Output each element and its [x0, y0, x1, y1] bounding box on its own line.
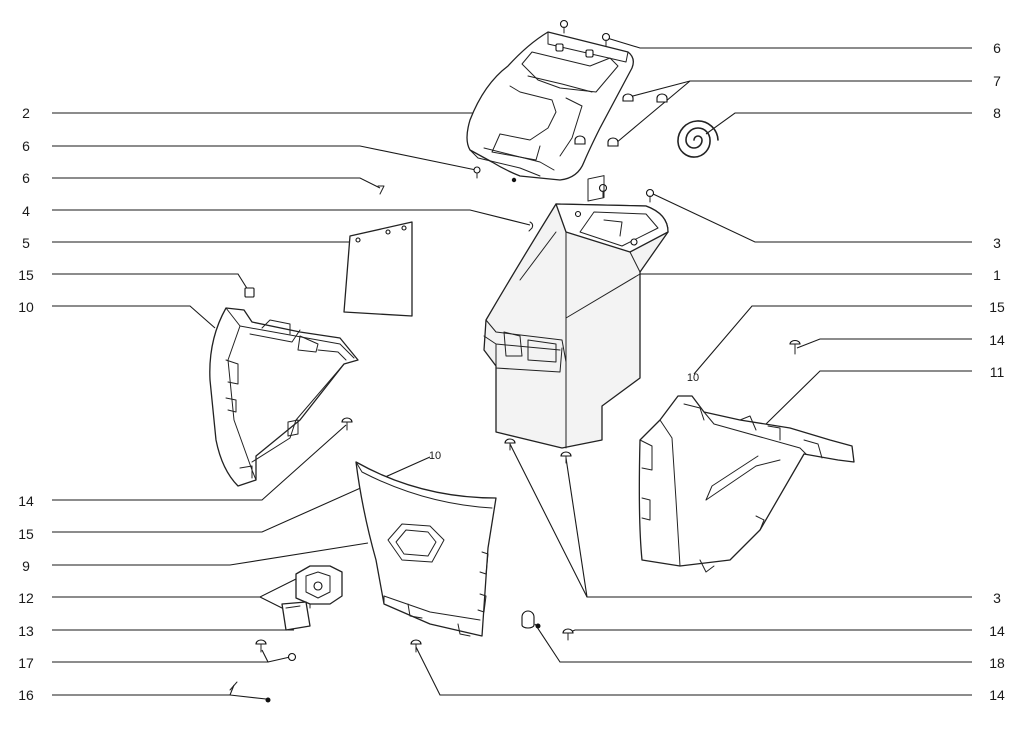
leader-right-15 [693, 305, 972, 375]
washer-icon [287, 652, 297, 662]
screw-icon [341, 417, 353, 431]
leader-left-10 [52, 305, 216, 329]
screw-icon [504, 438, 516, 451]
leader-left-6a [52, 145, 477, 171]
part-stamp-right: 10 [687, 372, 699, 384]
leader-left-4 [52, 209, 531, 226]
leader-left-9 [52, 542, 369, 566]
callout-right-5: 1 [993, 267, 1001, 283]
screw-icon [559, 19, 569, 34]
left-callouts: 2 6 6 4 5 15 10 14 15 9 12 13 17 16 [18, 105, 34, 703]
leader-right-14c [415, 646, 972, 696]
callout-right-1: 6 [993, 40, 1001, 56]
callout-right-3: 8 [993, 105, 1001, 121]
leader-right-14b [567, 629, 972, 634]
leader-right-3a [650, 192, 972, 243]
callout-right-2: 7 [993, 73, 1001, 89]
leader-left-2 [52, 112, 479, 123]
leader-left-17b [267, 656, 291, 663]
right-side-frame [638, 395, 855, 573]
left-side-frame [209, 307, 359, 487]
part-stamp-front: 10 [429, 450, 441, 462]
cap-icon [656, 93, 668, 103]
leader-right-7b [615, 80, 691, 144]
front-cover-panel [355, 461, 497, 637]
callout-left-8: 14 [18, 493, 34, 509]
flat-gasket-panel [343, 221, 413, 317]
callout-right-9: 3 [993, 590, 1001, 606]
grommet-icon [521, 610, 541, 629]
cap-icon [574, 135, 586, 145]
callout-right-6: 15 [989, 299, 1005, 315]
clip-icon [244, 287, 255, 298]
clip-icon [528, 221, 534, 232]
leader-right-11 [764, 370, 972, 426]
latch-assembly [295, 565, 343, 609]
callout-left-13: 17 [18, 655, 34, 671]
hardware-fasteners [229, 19, 801, 703]
lid-tray-part [466, 31, 634, 183]
callout-left-3: 6 [22, 170, 30, 186]
screw-icon [789, 340, 801, 355]
callout-left-4: 4 [22, 203, 30, 219]
pin-icon [229, 681, 238, 691]
leader-left-12 [52, 578, 297, 598]
coil-spring-icon [677, 120, 719, 158]
screw-icon [598, 183, 608, 198]
callout-left-10: 9 [22, 558, 30, 574]
screw-icon [601, 32, 611, 47]
screw-icon [562, 628, 574, 641]
screw-icon [645, 188, 655, 203]
callout-left-6: 15 [18, 267, 34, 283]
right-callouts: 6 7 8 3 1 15 14 11 3 14 18 14 [989, 40, 1005, 703]
leader-left-6b [52, 177, 381, 189]
callout-right-10: 14 [989, 623, 1005, 639]
leader-right-6 [606, 37, 972, 49]
callout-right-8: 11 [990, 364, 1005, 380]
leader-left-16 [52, 684, 235, 696]
screw-icon [560, 451, 572, 464]
leader-left-17 [52, 649, 269, 663]
callout-right-7: 14 [989, 332, 1005, 348]
callout-left-11: 12 [18, 590, 34, 606]
leader-left-14a [52, 424, 347, 501]
callout-left-2: 6 [22, 138, 30, 154]
callout-left-5: 5 [22, 235, 30, 251]
leader-right-14a [796, 338, 972, 349]
bolt-icon [255, 639, 267, 653]
callout-left-12: 13 [18, 623, 34, 639]
cap-icon [622, 93, 634, 102]
screw-icon [410, 639, 422, 653]
leader-right-8 [705, 112, 972, 135]
callout-right-11: 18 [989, 655, 1005, 671]
callout-left-7: 10 [18, 299, 34, 315]
leader-left-15a [52, 273, 249, 291]
callout-left-1: 2 [22, 105, 30, 121]
leader-right-18 [534, 623, 972, 663]
leader-right-3c [565, 457, 588, 598]
callout-left-9: 15 [18, 526, 34, 542]
clip-icon [377, 185, 385, 195]
main-housing-body [483, 175, 669, 449]
callout-right-12: 14 [989, 687, 1005, 703]
leader-left-16b [229, 694, 267, 700]
pin-icon [265, 697, 271, 703]
callout-right-4: 3 [993, 235, 1001, 251]
cap-icon [607, 137, 619, 147]
latch-plate [281, 601, 311, 631]
callout-left-14: 16 [18, 687, 34, 703]
screw-icon [473, 166, 481, 179]
